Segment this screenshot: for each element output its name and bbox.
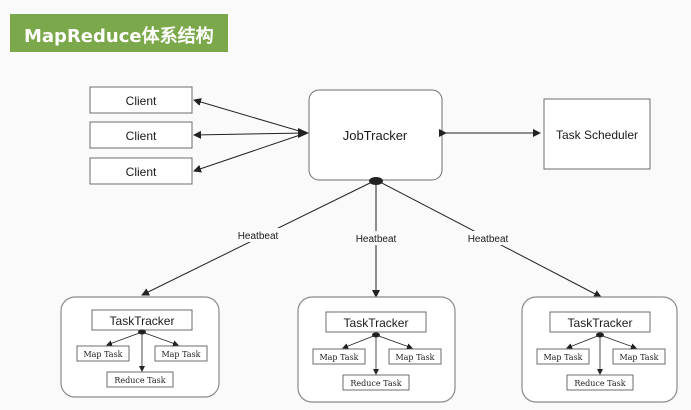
arrow-to-client-2 [193,130,307,139]
client-label: Client [126,129,157,143]
title-text: MapReduce体系结构 [24,26,214,47]
map-task-label: Map Task [543,353,582,362]
arrow-to-client-1 [193,98,307,134]
map-task-label: Map Task [161,350,200,359]
title-banner: MapReduce体系结构 [10,14,228,52]
task-scheduler-label: Task Scheduler [556,128,638,142]
reduce-task-label: Reduce Task [350,379,401,388]
map-task-label: Map Task [83,350,122,359]
heartbeat-label-bg-2 [351,231,401,245]
heartbeat-hub [369,177,383,185]
heartbeat-label-2: Heatbeat [356,234,397,245]
map-task-label: Map Task [319,353,358,362]
client-label: Client [126,165,157,179]
task-tracker-group-3: TaskTracker Map Task Map Task Reduce Tas… [521,296,678,403]
job-tracker-box: JobTracker [308,89,443,181]
heartbeat-label-bg-1 [234,228,284,242]
reduce-task-label: Reduce Task [574,379,625,388]
arrow-to-client-3 [193,132,307,173]
task-tracker-label: TaskTracker [568,316,633,330]
task-tracker-group-2: TaskTracker Map Task Map Task Reduce Tas… [297,296,456,403]
heartbeat-label-3: Heatbeat [468,234,509,245]
task-tracker-label: TaskTracker [344,316,409,330]
map-task-label: Map Task [395,353,434,362]
client-box-3: Client [89,157,193,185]
heartbeat-label-1: Heatbeat [238,231,279,242]
client-connectors [193,98,307,173]
task-scheduler-box: Task Scheduler [543,98,651,170]
job-tracker-label: JobTracker [343,128,408,143]
task-tracker-group-1: TaskTracker Map Task Map Task Reduce Tas… [60,296,220,398]
reduce-task-label: Reduce Task [114,376,165,385]
task-tracker-label: TaskTracker [110,314,175,328]
heartbeat-label-bg-3 [464,231,514,245]
client-box-2: Client [89,121,193,149]
client-box-1: Client [89,86,193,114]
client-label: Client [126,94,157,108]
map-task-label: Map Task [619,353,658,362]
arrow-into-jobtracker [298,128,309,138]
